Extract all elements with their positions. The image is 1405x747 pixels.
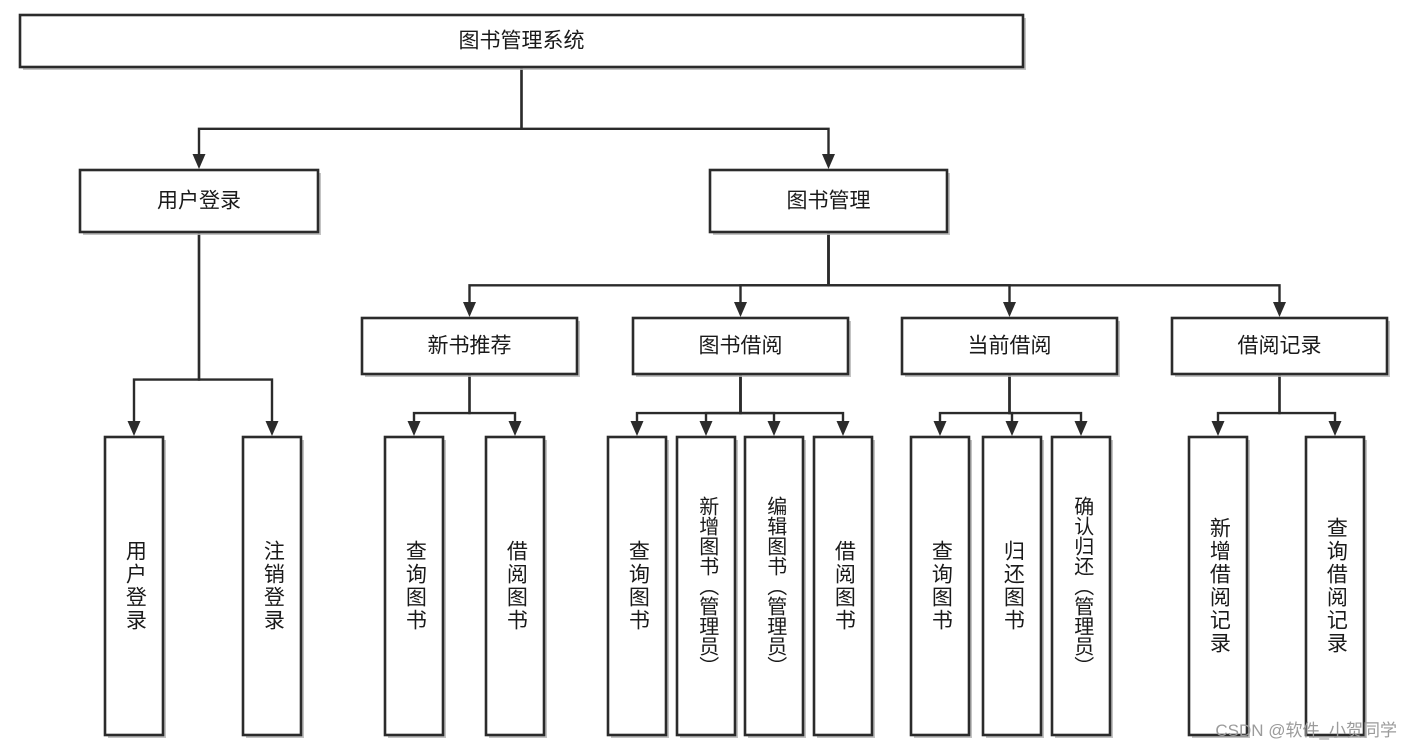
- connector-arrowhead: [1328, 421, 1342, 436]
- node-book-management[interactable]: [708, 168, 950, 235]
- connector-arrowhead: [508, 421, 522, 436]
- connector-arrowhead: [265, 421, 279, 436]
- node-box[interactable]: [103, 435, 165, 737]
- node-borrow-record[interactable]: [1170, 316, 1390, 377]
- node-box[interactable]: [360, 316, 579, 376]
- connector-arrowhead: [822, 154, 835, 169]
- node-box[interactable]: [484, 435, 546, 737]
- connector-arrowhead: [767, 421, 781, 436]
- node-leaf-bb-edit-book[interactable]: [743, 435, 806, 738]
- node-label: 图书管理: [787, 190, 871, 213]
- node-label: 借阅记录: [1238, 335, 1322, 358]
- node-leaf-cb-confirm-return[interactable]: [1050, 435, 1113, 738]
- connector-line: [520, 67, 830, 154]
- node-label: 图书借阅: [699, 335, 783, 358]
- node-box[interactable]: [241, 435, 303, 737]
- node-box[interactable]: [631, 316, 850, 376]
- node-leaf-cb-query-book[interactable]: [909, 435, 972, 738]
- connector-line: [1278, 374, 1337, 421]
- connector-line: [132, 232, 201, 421]
- node-label: 图书管理系统: [459, 30, 585, 53]
- node-box[interactable]: [1187, 435, 1249, 737]
- connector-arrowhead: [407, 421, 421, 436]
- connector-line: [197, 232, 274, 421]
- node-box[interactable]: [812, 435, 874, 737]
- node-leaf-user-login[interactable]: [103, 435, 166, 738]
- connector-line: [938, 374, 1011, 421]
- node-box[interactable]: [383, 435, 445, 737]
- connector-arrowhead: [1211, 421, 1225, 436]
- node-leaf-logout[interactable]: [241, 435, 304, 738]
- node-leaf-bb-borrow-book[interactable]: [812, 435, 875, 738]
- connector-arrowhead: [1074, 421, 1088, 436]
- node-box[interactable]: [1050, 435, 1112, 737]
- node-root[interactable]: [18, 13, 1026, 70]
- connector-line: [197, 67, 523, 154]
- node-box[interactable]: [675, 435, 737, 737]
- node-leaf-rec-borrow-book[interactable]: [484, 435, 547, 738]
- connector-line: [412, 374, 471, 421]
- connector-arrowhead: [463, 302, 476, 317]
- connector-arrowhead: [933, 421, 947, 436]
- node-box[interactable]: [743, 435, 805, 737]
- watermark-text: CSDN @软件_小贺同学: [1215, 721, 1397, 740]
- node-label: 用户登录: [157, 190, 241, 213]
- node-leaf-bb-query-book[interactable]: [606, 435, 669, 738]
- connector-line: [739, 374, 845, 421]
- connector-line: [827, 232, 1011, 302]
- connector-arrowhead: [1273, 302, 1286, 317]
- node-new-book-recommend[interactable]: [360, 316, 580, 377]
- connector-arrowhead: [192, 154, 206, 169]
- connector-line: [1216, 374, 1281, 421]
- connector-line: [704, 374, 742, 421]
- node-leaf-bb-add-book[interactable]: [675, 435, 738, 738]
- node-box[interactable]: [909, 435, 971, 737]
- connector-arrowhead: [1003, 302, 1016, 317]
- connector-arrowhead: [836, 421, 850, 436]
- node-leaf-rec-query-book[interactable]: [383, 435, 446, 738]
- connector-arrowhead: [699, 421, 713, 436]
- node-box[interactable]: [78, 168, 320, 234]
- node-box[interactable]: [900, 316, 1119, 376]
- node-box[interactable]: [18, 13, 1025, 69]
- node-box[interactable]: [708, 168, 949, 234]
- connector-arrowhead: [1005, 421, 1019, 436]
- node-user-login[interactable]: [78, 168, 321, 235]
- node-current-borrow[interactable]: [900, 316, 1120, 377]
- node-book-borrow[interactable]: [631, 316, 851, 377]
- node-box[interactable]: [606, 435, 668, 737]
- connector-line: [739, 232, 830, 302]
- node-label: 当前借阅: [968, 335, 1052, 358]
- connectors-layer: [127, 67, 1342, 436]
- connector-line: [468, 374, 517, 421]
- node-box[interactable]: [1170, 316, 1389, 376]
- connector-line: [827, 232, 1281, 302]
- node-leaf-br-add-record[interactable]: [1187, 435, 1250, 738]
- node-box[interactable]: [1304, 435, 1366, 737]
- connector-arrowhead: [734, 302, 747, 317]
- connector-arrowhead: [127, 421, 141, 436]
- connector-line: [468, 232, 830, 302]
- node-label: 新书推荐: [428, 335, 512, 358]
- connector-line: [1008, 374, 1083, 421]
- connector-arrowhead: [630, 421, 644, 436]
- node-leaf-cb-return-book[interactable]: [981, 435, 1044, 738]
- nodes-layer: [18, 13, 1390, 738]
- node-leaf-br-query-record[interactable]: [1304, 435, 1367, 738]
- node-box[interactable]: [981, 435, 1043, 737]
